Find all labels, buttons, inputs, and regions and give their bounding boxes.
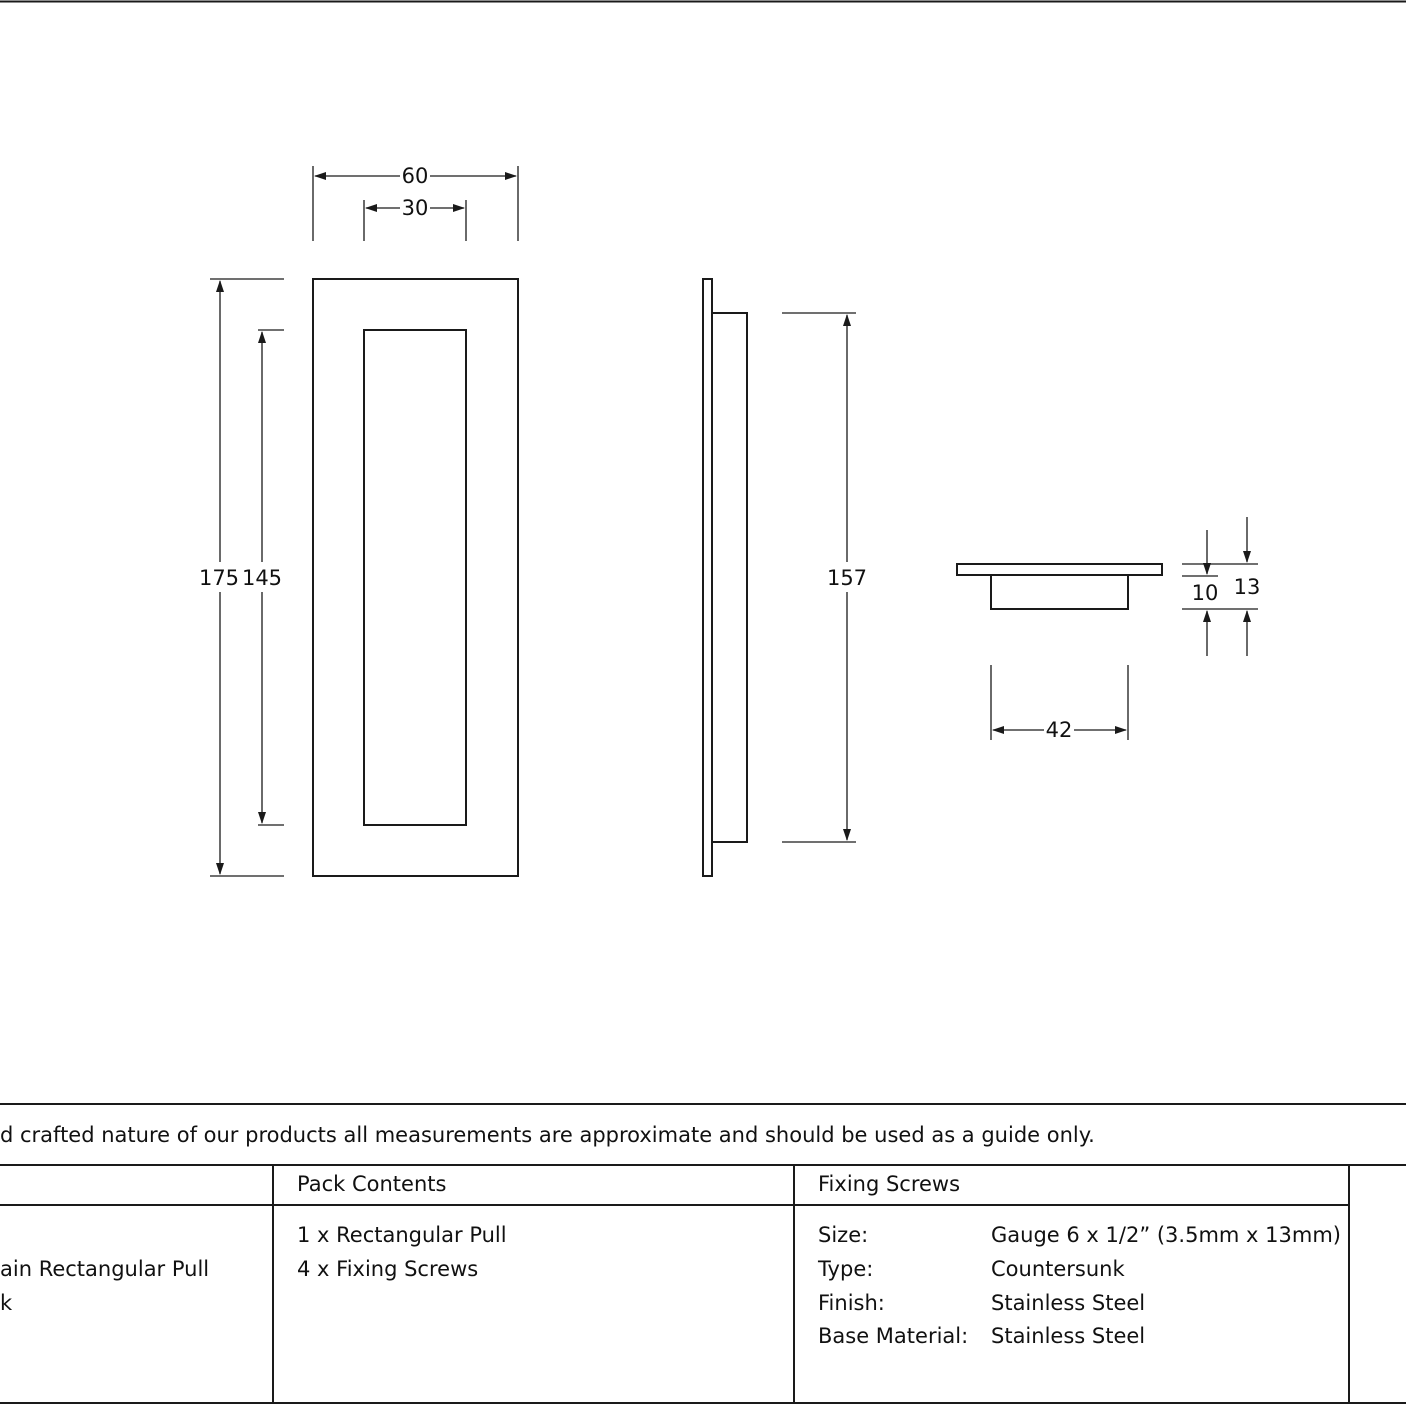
pack-item: 4 x Fixing Screws [297,1257,479,1281]
spec-value-size: Gauge 6 x 1/2” (3.5mm x 13mm) [991,1223,1341,1247]
end-plate [956,563,1163,576]
spec-value-type: Countersunk [991,1257,1125,1281]
end-view [956,563,1163,610]
spec-label-type: Type: [818,1257,874,1281]
dim-label-157: 157 [827,566,867,590]
spec-label-base-material: Base Material: [818,1324,969,1348]
front-outer-plate [312,278,519,877]
front-inner-recess [363,329,467,826]
pack-item: 1 x Rectangular Pull [297,1223,507,1247]
dim-end-width [990,665,1129,740]
end-body [990,574,1129,610]
dim-label-30: 30 [402,196,429,220]
side-body [711,312,748,843]
dim-side-height [782,312,856,843]
spec-value-base-material: Stainless Steel [991,1324,1146,1348]
spec-value-finish: Stainless Steel [991,1291,1146,1315]
dim-label-175: 175 [199,566,239,590]
product-name-line2: k [0,1291,13,1315]
fixing-screws-heading: Fixing Screws [818,1172,961,1196]
spec-label-size: Size: [818,1223,869,1247]
dim-label-13: 13 [1234,575,1261,599]
dim-label-145: 145 [242,566,282,590]
disclaimer-text: d crafted nature of our products all mea… [0,1123,1095,1147]
dim-front-height-inner [258,329,284,826]
dim-front-width-outer [312,166,519,241]
side-view [702,278,748,877]
side-plate [702,278,713,877]
product-name-line1: ain Rectangular Pull [0,1257,210,1281]
dim-front-width-inner [363,200,467,241]
dim-front-height-outer [210,278,284,877]
front-view [312,278,519,877]
dim-label-42: 42 [1046,718,1073,742]
spec-label-finish: Finish: [818,1291,885,1315]
dim-label-10: 10 [1192,581,1219,605]
dim-end-depth [1182,517,1258,656]
info-table-grid [0,1103,1406,1404]
pack-contents-heading: Pack Contents [297,1172,447,1196]
dim-label-60: 60 [402,164,429,188]
